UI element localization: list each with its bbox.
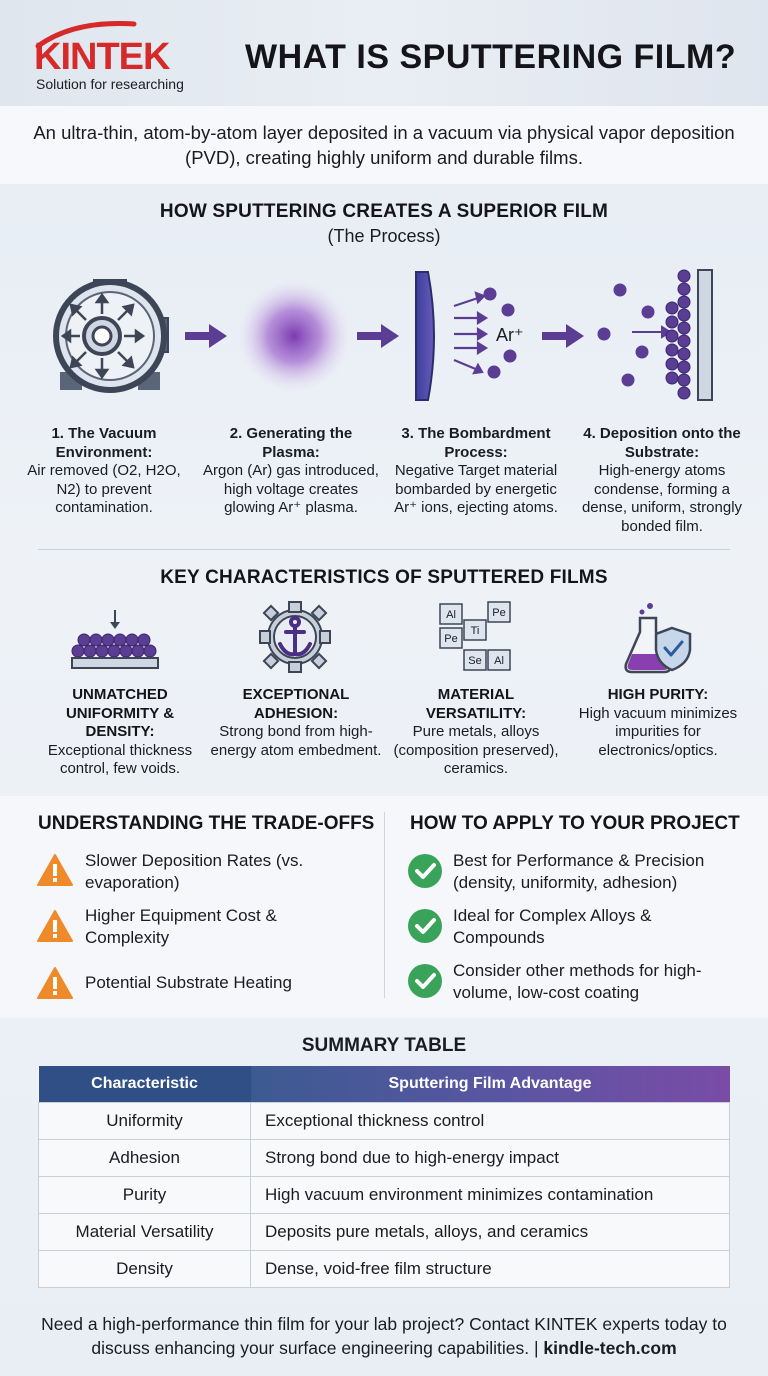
characteristic-title: UNMATCHED UNIFORMITY & DENSITY: — [65, 686, 175, 740]
characteristic-title: MATERIAL VERSATILITY: — [425, 686, 527, 722]
table-cell: Density — [38, 1249, 251, 1288]
tradeoff-item: Higher Equipment Cost & Complexity — [85, 906, 277, 947]
table-row: Purity High vacuum environment minimizes… — [38, 1175, 730, 1214]
kintek-logo[interactable]: KINTEK Solution for researching — [34, 21, 204, 92]
tradeoff-item: Potential Substrate Heating — [85, 973, 292, 992]
intro-text: An ultra-thin, atom-by-atom layer deposi… — [33, 122, 735, 168]
table-header-row: Characteristic Sputtering Film Advantage — [38, 1066, 730, 1102]
step-desc: High-energy atoms condense, forming a de… — [581, 462, 743, 535]
apply-item: Best for Performance & Precision (densit… — [453, 851, 705, 892]
characteristic-versatility: MATERIAL VERSATILITY: Pure metals, alloy… — [386, 686, 566, 779]
element-tile: Al — [446, 609, 456, 621]
characteristic-title: EXCEPTIONAL ADHESION: — [242, 686, 350, 722]
table-cell: Adhesion — [38, 1138, 251, 1177]
process-step-2: 2. Generating the Plasma: Argon (Ar) gas… — [201, 425, 381, 518]
warning-icon — [37, 854, 73, 886]
tradeoff-item: Slower Deposition Rates (vs. evaporation… — [85, 851, 304, 892]
flask-shield-icon — [624, 603, 692, 674]
process-subtitle: (The Process) — [327, 226, 441, 246]
table-row: Material Versatility Deposits pure metal… — [38, 1212, 730, 1251]
table-cell: Dense, void-free film structure — [250, 1249, 730, 1288]
table-cell: Deposits pure metals, alloys, and cerami… — [250, 1212, 730, 1251]
characteristic-desc: Exceptional thickness control, few voids… — [47, 741, 193, 778]
logo-swoosh-icon — [35, 21, 137, 48]
table-row: Adhesion Strong bond due to high-energy … — [38, 1138, 730, 1177]
table-row: Density Dense, void-free film structure — [38, 1249, 730, 1288]
arrow-right-icon — [185, 324, 227, 348]
gear-anchor-icon — [259, 601, 331, 673]
characteristic-desc: Strong bond from high-energy atom embedm… — [210, 723, 382, 759]
logo-tagline: Solution for researching — [36, 76, 184, 92]
characteristic-desc: Pure metals, alloys (composition preserv… — [393, 723, 559, 777]
step-desc: Argon (Ar) gas introduced, high voltage … — [203, 462, 379, 516]
step-title: 1. The Vacuum Environment: — [51, 425, 157, 461]
apply-item: Ideal for Complex Alloys & Compounds — [453, 906, 652, 947]
header: KINTEK Solution for researching WHAT IS … — [0, 0, 768, 106]
page-title: WHAT IS SPUTTERING FILM? — [245, 38, 737, 76]
characteristic-uniformity: UNMATCHED UNIFORMITY & DENSITY: Exceptio… — [30, 686, 210, 779]
table-cell: Material Versatility — [38, 1212, 251, 1251]
process-step-3: 3. The Bombardment Process: Negative Tar… — [386, 425, 566, 518]
element-tiles-icon: Al Pe Pe Ti Se Al — [439, 601, 511, 671]
characteristic-desc: High vacuum minimizes impurities for ele… — [578, 704, 738, 759]
step-desc: Air removed (O2, H2O, N2) to prevent con… — [27, 462, 181, 516]
element-tile: Ti — [471, 625, 480, 637]
process-step-1: 1. The Vacuum Environment: Air removed (… — [14, 425, 194, 518]
footer-cta: Need a high-performance thin film for yo… — [24, 1312, 744, 1360]
website-link[interactable]: kindle-tech.com — [543, 1338, 677, 1358]
bombardment-target-icon: Ar⁺ — [415, 271, 524, 401]
element-tile: Al — [494, 655, 504, 667]
check-circle-icon — [408, 909, 442, 943]
warning-icon — [37, 910, 73, 942]
logo-text: KINTEK — [34, 36, 170, 78]
deposition-substrate-icon — [597, 269, 713, 401]
check-circle-icon — [408, 964, 442, 998]
step-title: 4. Deposition onto the Substrate: — [583, 425, 741, 461]
table-cell: Exceptional thickness control — [250, 1101, 730, 1140]
process-title: HOW SPUTTERING CREATES A SUPERIOR FILM — [159, 201, 609, 222]
characteristic-adhesion: EXCEPTIONAL ADHESION: Strong bond from h… — [206, 686, 386, 760]
summary-table: Characteristic Sputtering Film Advantage… — [38, 1066, 730, 1288]
tradeoffs-title: UNDERSTANDING THE TRADE-OFFS — [38, 813, 375, 834]
summary-title: SUMMARY TABLE — [301, 1035, 467, 1056]
arrow-right-icon — [357, 324, 399, 348]
step-title: 3. The Bombardment Process: — [401, 425, 551, 461]
intro-band: An ultra-thin, atom-by-atom layer deposi… — [0, 106, 768, 184]
step-desc: Negative Target material bombarded by en… — [394, 462, 558, 516]
vacuum-chamber-icon — [53, 279, 169, 393]
table-cell: High vacuum environment minimizes contam… — [250, 1175, 730, 1214]
table-header: Sputtering Film Advantage — [250, 1066, 730, 1102]
table-header: Characteristic — [38, 1066, 251, 1102]
element-tile: Pe — [492, 607, 505, 619]
characteristics-title: KEY CHARACTERISTICS OF SPUTTERED FILMS — [160, 567, 608, 588]
table-cell: Strong bond due to high-energy impact — [250, 1138, 730, 1177]
arrow-right-icon — [542, 324, 584, 348]
element-tile: Se — [468, 655, 481, 667]
characteristic-purity: HIGH PURITY: High vacuum minimizes impur… — [568, 686, 748, 760]
footer-text: Need a high-performance thin film for yo… — [41, 1314, 727, 1358]
element-tile: Pe — [444, 633, 457, 645]
check-circle-icon — [408, 854, 442, 888]
apply-item: Consider other methods for high-volume, … — [453, 961, 702, 1002]
table-row: Uniformity Exceptional thickness control — [38, 1101, 730, 1140]
table-cell: Purity — [38, 1175, 251, 1214]
uniform-layer-icon — [71, 610, 159, 669]
section-divider — [38, 549, 730, 550]
characteristic-title: HIGH PURITY: — [607, 686, 709, 703]
apply-title: HOW TO APPLY TO YOUR PROJECT — [410, 813, 740, 834]
plasma-glow-icon — [236, 278, 352, 394]
table-cell: Uniformity — [38, 1101, 251, 1140]
process-step-4: 4. Deposition onto the Substrate: High-e… — [572, 425, 752, 536]
argon-ion-label: Ar⁺ — [496, 325, 524, 345]
column-divider — [384, 812, 385, 998]
step-title: 2. Generating the Plasma: — [229, 425, 353, 461]
warning-icon — [37, 967, 73, 999]
